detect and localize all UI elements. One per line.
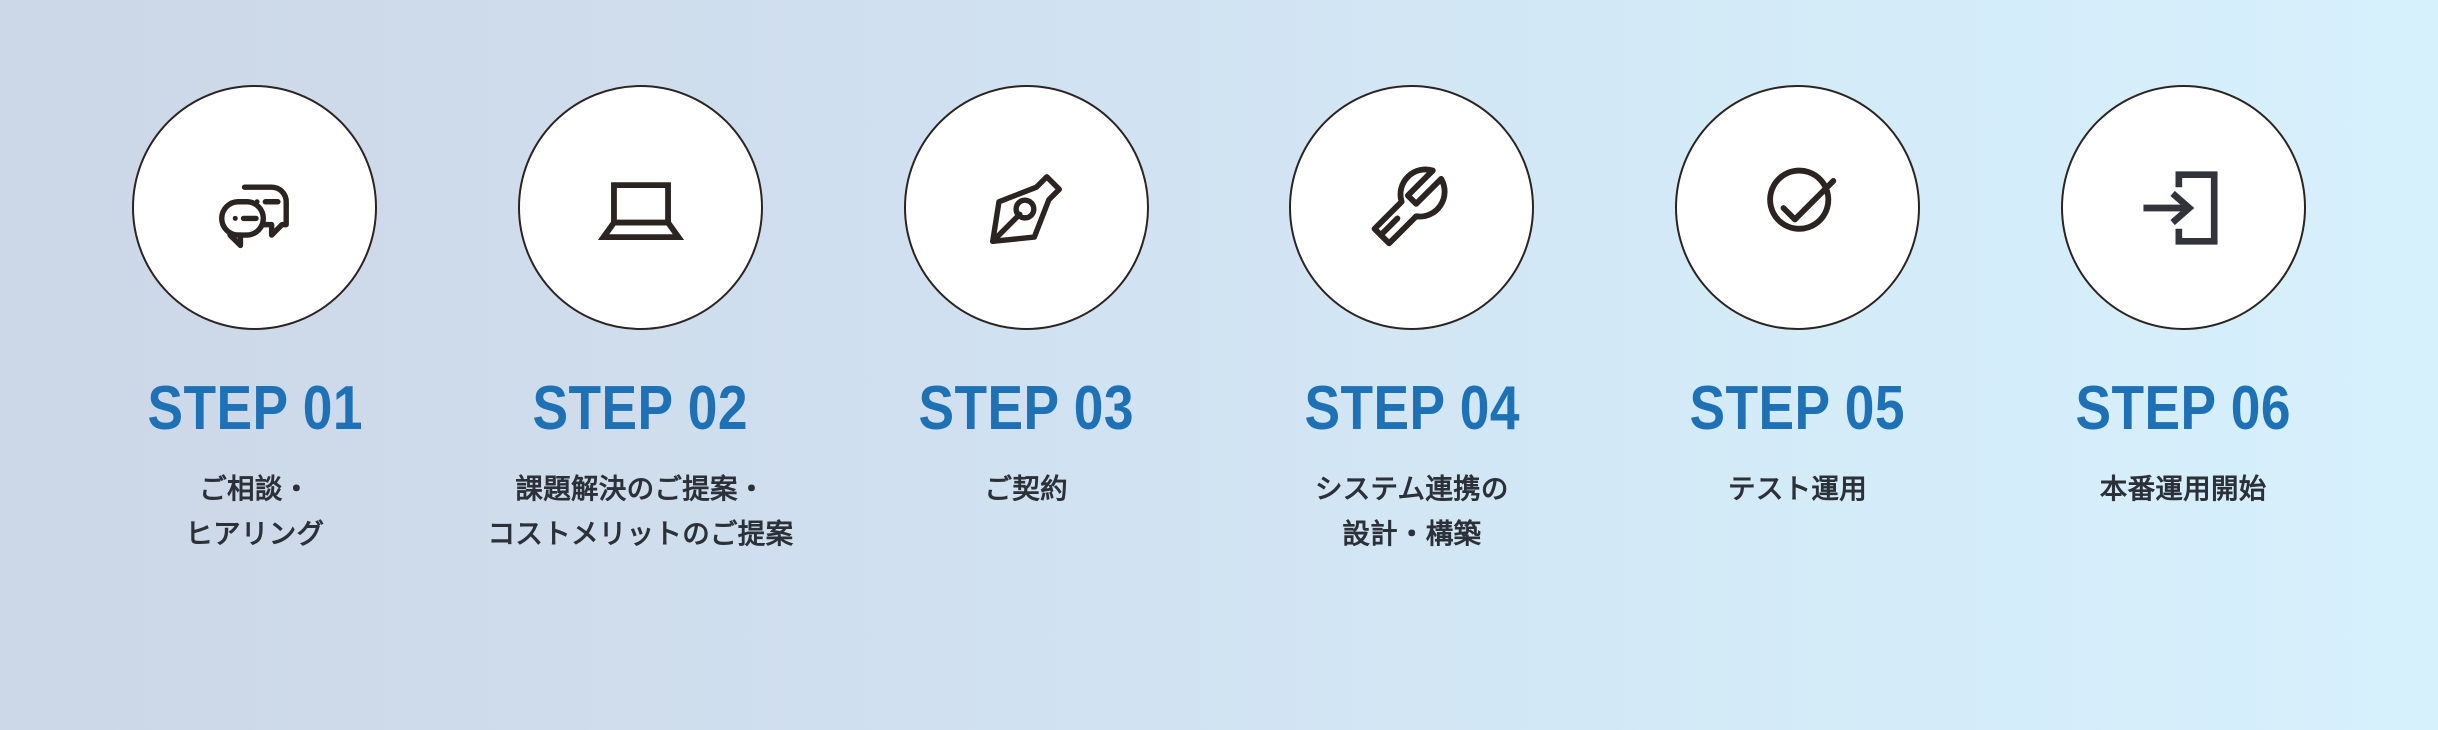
step-number-02: STEP 02 [532, 374, 749, 443]
login-arrow-icon [2131, 156, 2235, 260]
step-caption-04: システム連携の 設計・構築 [1314, 473, 1509, 549]
step-number-06: STEP 06 [2075, 374, 2291, 443]
step-item-04: STEP 04 システム連携の 設計・構築 [1219, 0, 1605, 556]
step-item-03: STEP 03 ご契約 [833, 0, 1219, 512]
step-caption-05: テスト運用 [1728, 473, 1868, 504]
step-item-06: STEP 06 本番運用開始 [1990, 0, 2376, 512]
step-number-03: STEP 03 [918, 374, 1134, 443]
step-caption-02: 課題解決のご提案・ コストメリットのご提案 [487, 473, 794, 549]
step-number-04: STEP 04 [1304, 374, 1520, 443]
step-icon-circle-02 [518, 85, 763, 330]
step-icon-circle-06 [2060, 85, 2306, 330]
pen-nib-icon [974, 156, 1078, 260]
step-caption-01: ご相談・ ヒアリング [185, 473, 325, 549]
step-icon-circle-01 [132, 85, 378, 330]
step-caption-03: ご契約 [984, 473, 1068, 504]
laptop-icon [589, 156, 693, 260]
step-item-01: STEP 01 ご相談・ ヒアリング [62, 0, 448, 556]
wrench-icon [1360, 156, 1464, 260]
step-item-02: STEP 02 課題解決のご提案・ コストメリットのご提案 [448, 0, 834, 556]
step-icon-circle-03 [903, 85, 1149, 330]
step-number-01: STEP 01 [147, 374, 363, 443]
step-number-05: STEP 05 [1689, 374, 1906, 443]
step-item-05: STEP 05 テスト運用 [1605, 0, 1991, 512]
chat-bubbles-icon [203, 156, 307, 260]
step-caption-06: 本番運用開始 [2099, 473, 2267, 504]
step-icon-circle-04 [1289, 85, 1535, 330]
step-icon-circle-05 [1675, 85, 1921, 330]
check-circle-icon [1746, 156, 1850, 260]
